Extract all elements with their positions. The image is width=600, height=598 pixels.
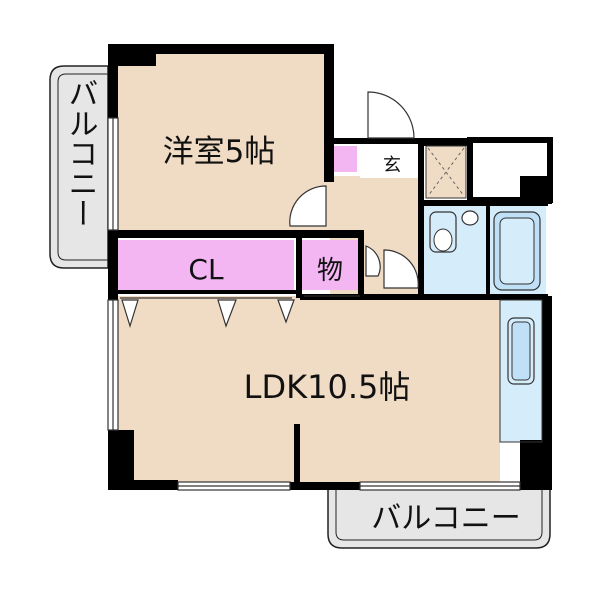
labels: 洋室5帖 CL 物 玄 LDK10.5帖 バルコニー バルコニー <box>63 78 521 536</box>
south-balcony <box>327 487 551 549</box>
west-balcony-label: バルコニー <box>63 78 98 228</box>
south-balcony-label: バルコニー <box>371 501 520 536</box>
walls <box>108 44 553 490</box>
entrance-label: 玄 <box>383 155 401 176</box>
western-room-label: 洋室5帖 <box>163 134 276 170</box>
doors <box>289 91 419 297</box>
fixtures <box>425 145 543 443</box>
closet-doors <box>120 297 295 329</box>
west-balcony <box>49 65 109 269</box>
ldk-label: LDK10.5帖 <box>244 368 411 406</box>
windows <box>107 117 521 491</box>
storage-label: 物 <box>317 256 343 286</box>
closet-label: CL <box>188 253 224 286</box>
